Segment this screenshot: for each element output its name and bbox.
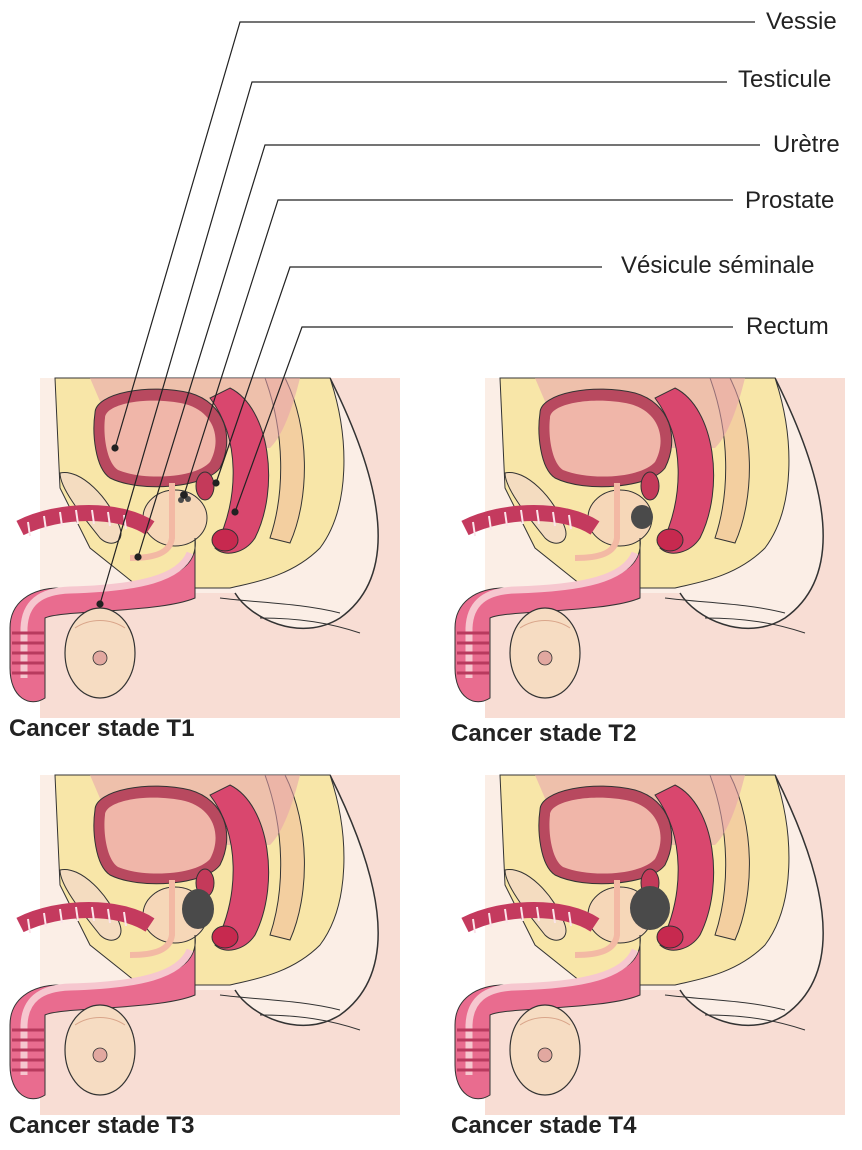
- panel-t2: [455, 378, 845, 718]
- tumor-t3: [182, 889, 214, 929]
- panel-t4: [455, 775, 845, 1115]
- tumor-t4: [630, 886, 670, 930]
- panel-t3: [10, 775, 400, 1115]
- tumor-t2: [631, 505, 653, 529]
